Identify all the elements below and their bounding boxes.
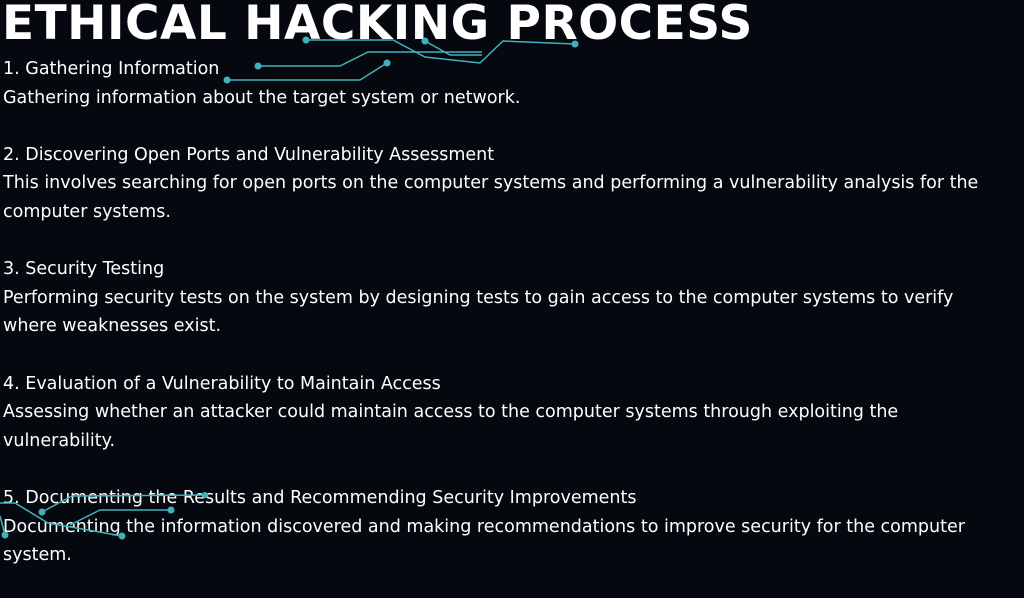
step-heading: 5. Documenting the Results and Recommend… [3, 487, 637, 508]
step-4: 4. Evaluation of a Vulnerability to Main… [3, 370, 993, 456]
step-heading: 3. Security Testing [3, 259, 165, 280]
step-5: 5. Documenting the Results and Recommend… [3, 484, 993, 570]
process-steps: 1. Gathering Information Gathering infor… [3, 55, 993, 598]
step-2: 2. Discovering Open Ports and Vulnerabil… [3, 141, 993, 227]
step-heading: 2. Discovering Open Ports and Vulnerabil… [3, 144, 495, 165]
step-body: Documenting the information discovered a… [3, 516, 965, 566]
step-1: 1. Gathering Information Gathering infor… [3, 55, 993, 112]
step-body: Assessing whether an attacker could main… [3, 402, 899, 451]
step-heading: 1. Gathering Information [3, 59, 220, 79]
step-body: Performing security tests on the system … [3, 287, 954, 337]
slide-title: ETHICAL HACKING PROCESS [2, 0, 753, 51]
step-3: 3. Security Testing Performing security … [3, 255, 993, 341]
step-body: Gathering information about the target s… [3, 87, 521, 108]
step-body: This involves searching for open ports o… [3, 173, 979, 222]
step-heading: 4. Evaluation of a Vulnerability to Main… [3, 373, 441, 394]
